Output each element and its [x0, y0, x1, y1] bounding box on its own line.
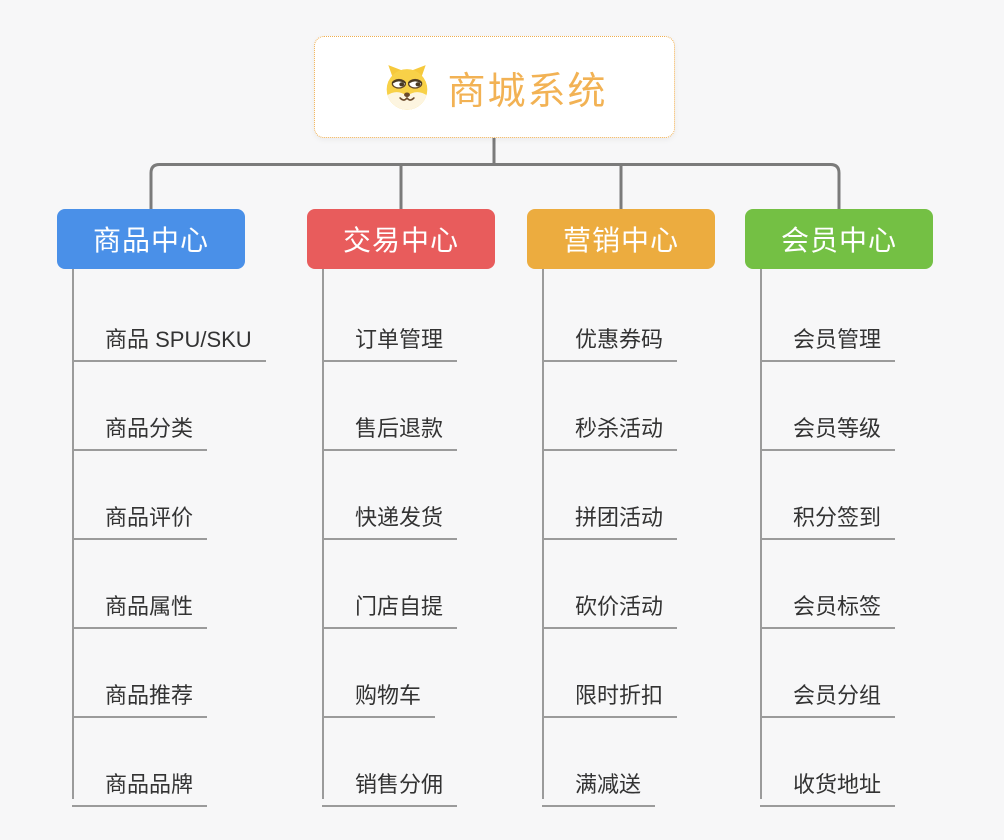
child-node[interactable]: 会员等级 — [760, 403, 896, 451]
child-node[interactable]: 拼团活动 — [542, 492, 678, 540]
child-node[interactable]: 会员标签 — [760, 581, 896, 629]
branch-node-product-center[interactable]: 商品中心 — [57, 209, 245, 269]
branch-node-member-center[interactable]: 会员中心 — [745, 209, 933, 269]
child-node[interactable]: 商品品牌 — [72, 759, 208, 807]
child-node[interactable]: 售后退款 — [322, 403, 458, 451]
child-node[interactable]: 商品推荐 — [72, 670, 208, 718]
child-node[interactable]: 快递发货 — [322, 492, 458, 540]
branch-group-marketing-center: 营销中心 优惠券码 秒杀活动 拼团活动 砍价活动 限时折扣 满减送 — [527, 209, 767, 809]
branch-bus-line — [149, 163, 841, 209]
connector-spine — [72, 269, 74, 799]
root-node[interactable]: 商城系统 — [314, 36, 675, 138]
branch-label: 交易中心 — [342, 225, 459, 256]
root-title: 商城系统 — [447, 70, 608, 113]
branch-group-trade-center: 交易中心 订单管理 售后退款 快递发货 门店自提 购物车 销售分佣 — [307, 209, 547, 809]
child-node[interactable]: 商品 SPU/SKU — [72, 314, 266, 362]
branch-node-marketing-center[interactable]: 营销中心 — [527, 209, 715, 269]
child-node[interactable]: 订单管理 — [322, 314, 458, 362]
branch-label: 商品中心 — [92, 225, 209, 256]
child-node[interactable]: 秒杀活动 — [542, 403, 678, 451]
child-node[interactable]: 商品属性 — [72, 581, 208, 629]
branch-group-product-center: 商品中心 商品 SPU/SKU 商品分类 商品评价 商品属性 商品推荐 商品品牌 — [57, 209, 297, 809]
branch-node-trade-center[interactable]: 交易中心 — [307, 209, 495, 269]
child-node[interactable]: 购物车 — [322, 670, 436, 718]
branch-label: 会员中心 — [780, 225, 897, 256]
connector-spine — [322, 269, 324, 799]
connector-spine — [760, 269, 762, 799]
child-node[interactable]: 限时折扣 — [542, 670, 678, 718]
child-node[interactable]: 会员分组 — [760, 670, 896, 718]
doge-face-icon — [387, 65, 428, 110]
child-node[interactable]: 积分签到 — [760, 492, 896, 540]
branch-group-member-center: 会员中心 会员管理 会员等级 积分签到 会员标签 会员分组 收货地址 — [745, 209, 985, 809]
child-node[interactable]: 商品分类 — [72, 403, 208, 451]
child-node[interactable]: 商品评价 — [72, 492, 208, 540]
child-node[interactable]: 销售分佣 — [322, 759, 458, 807]
child-node[interactable]: 收货地址 — [760, 759, 896, 807]
child-node[interactable]: 门店自提 — [322, 581, 458, 629]
child-node[interactable]: 砍价活动 — [542, 581, 678, 629]
branch-label: 营销中心 — [562, 225, 679, 256]
child-node[interactable]: 满减送 — [542, 759, 656, 807]
connector-spine — [542, 269, 544, 799]
child-node[interactable]: 优惠券码 — [542, 314, 678, 362]
child-node[interactable]: 会员管理 — [760, 314, 896, 362]
